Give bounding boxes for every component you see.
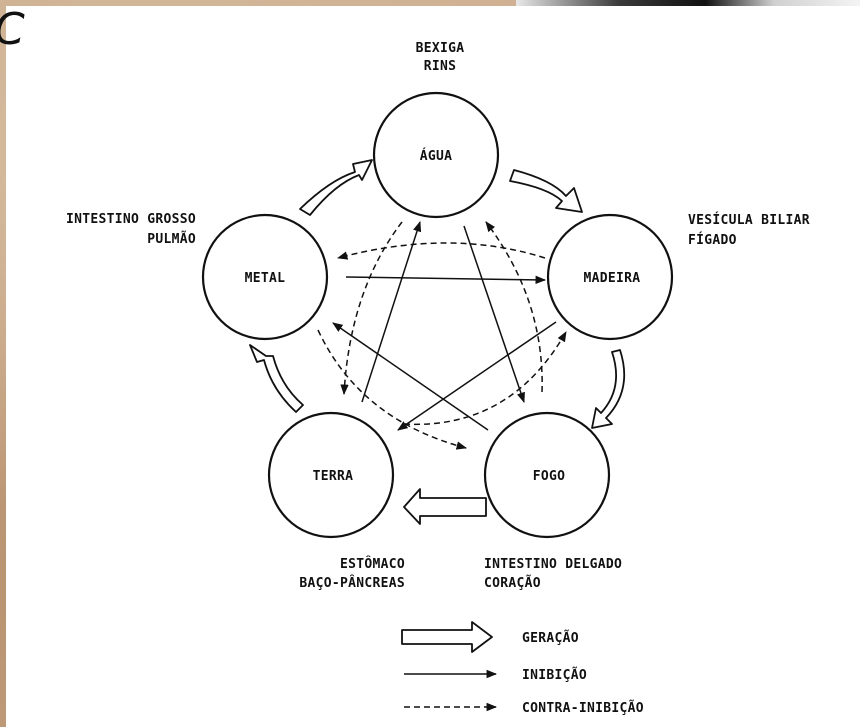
counter-inhibition-arrow-metal-fogo xyxy=(317,329,468,450)
generation-arrow-terra-metal xyxy=(249,344,304,413)
madeira-label: MADEIRA xyxy=(584,271,641,286)
generation-arrow-madeira-fogo xyxy=(591,349,626,429)
terra-organ-2: BAÇO-PÂNCREAS xyxy=(299,575,405,591)
fogo-label: FOGO xyxy=(533,469,566,484)
counter-inhibition-arrow-fogo-agua xyxy=(485,221,543,393)
title-fragment: C xyxy=(0,8,25,52)
madeira-organ-2: FÍGADO xyxy=(688,232,737,248)
madeira-circle xyxy=(546,213,674,341)
fogo-organ-2: CORAÇÃO xyxy=(484,575,541,591)
inhibition-arrow-metal-madeira xyxy=(345,275,547,285)
metal-organ-1: INTESTINO GROSSO xyxy=(66,212,196,227)
agua-organ-2: RINS xyxy=(424,59,457,74)
inhibition-arrow-fogo-metal xyxy=(332,322,489,431)
inhibition-arrow-terra-agua xyxy=(361,221,422,403)
terra-circle xyxy=(267,411,395,539)
metal-label: METAL xyxy=(245,271,286,286)
counter-inhibition-arrow-madeira-metal xyxy=(336,242,546,260)
metal-circle xyxy=(201,213,329,341)
terra-label: TERRA xyxy=(313,469,354,484)
terra-organ-1: ESTÔMACO xyxy=(340,556,405,572)
inhibition-arrow-madeira-terra xyxy=(397,321,557,431)
diagram-paper xyxy=(6,6,860,727)
agua-circle xyxy=(372,91,500,219)
agua-label: ÁGUA xyxy=(420,148,453,164)
agua-organ-1: BEXIGA xyxy=(416,41,465,56)
generation-arrow-agua-madeira xyxy=(509,169,583,213)
fogo-organ-1: INTESTINO DELGADO xyxy=(484,557,622,572)
legend: GERAÇÃO INIBIÇÃO CONTRA-INIBIÇÃO xyxy=(401,621,644,716)
legend-generation-symbol xyxy=(401,621,493,653)
legend-counter-inhibition-label: CONTRA-INIBIÇÃO xyxy=(522,700,644,716)
fogo-circle xyxy=(483,411,611,539)
counter-inhibition-arrow-terra-madeira xyxy=(403,331,567,426)
metal-organ-2: PULMÃO xyxy=(147,231,196,247)
counter-inhibition-arrow-agua-terra xyxy=(340,221,403,396)
generation-arrow-fogo-terra xyxy=(403,488,487,525)
madeira-organ-1: VESÍCULA BILIAR xyxy=(688,212,810,228)
inhibition-arrow-agua-fogo xyxy=(463,225,525,403)
legend-inhibition-label: INIBIÇÃO xyxy=(522,667,587,683)
generation-arrow-metal-agua xyxy=(299,159,373,216)
legend-generation-label: GERAÇÃO xyxy=(522,630,579,646)
